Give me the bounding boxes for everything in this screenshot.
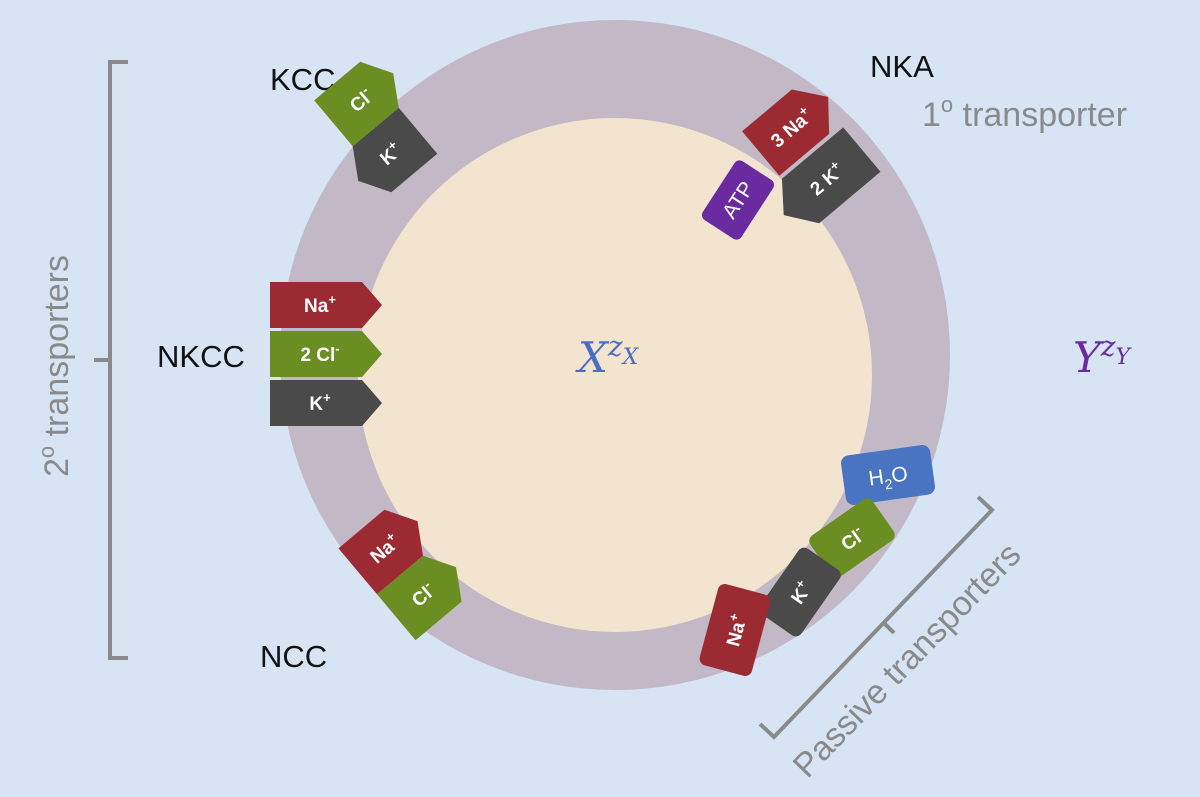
nkcc-na-arrow (270, 282, 382, 328)
nkcc-transporter: Na+ 2 Cl- K+ (270, 282, 382, 426)
sodium-channel: Na+ (699, 584, 771, 676)
nkcc-k-arrow (270, 380, 382, 426)
secondary-transporters-bracket (94, 60, 128, 660)
nka-na-arrow (742, 89, 830, 176)
kcc-transporter: K+ Cl- (314, 61, 438, 193)
extracellular-ion-symbol: YzY (1073, 330, 1133, 382)
kcc-k-arrow (352, 107, 438, 193)
ncc-transporter: Na+ Cl- (338, 509, 462, 641)
water-channel-box (840, 445, 936, 505)
nka-k-arrow (781, 127, 881, 224)
potassium-channel: K+ (759, 547, 841, 637)
passive-transporters-bracket (758, 495, 995, 740)
potassium-channel-box (759, 547, 841, 637)
nka-transporter: 3 Na+ 2 K+ (742, 89, 881, 224)
atp-block: ATP (701, 160, 775, 240)
primary-transporter-label: 1o transporter (922, 92, 1127, 134)
cytoplasm (358, 118, 872, 632)
nkcc-cl-arrow (270, 331, 382, 377)
nkcc-label: NKCC (157, 339, 245, 374)
ncc-cl-arrow (377, 555, 462, 641)
chloride-channel-box (809, 498, 895, 578)
chloride-channel: Cl- (809, 498, 895, 578)
ncc-na-arrow (338, 509, 423, 595)
kcc-label: KCC (270, 62, 335, 97)
ncc-label: NCC (260, 639, 327, 674)
secondary-transporters-label: 2o transporters (34, 255, 76, 477)
nkcc-cl-label: 2 Cl- (300, 341, 339, 366)
intracellular-ion-symbol: XzX (575, 330, 640, 382)
atp-box (701, 160, 775, 240)
water-label: H2O (867, 462, 910, 494)
water-channel: H2O (840, 445, 936, 505)
sodium-channel-box (699, 584, 771, 676)
kcc-cl-arrow (314, 61, 399, 147)
nka-label: NKA (870, 49, 934, 84)
nkcc-k-label: K+ (309, 390, 331, 415)
nkcc-na-label: Na+ (304, 292, 336, 317)
